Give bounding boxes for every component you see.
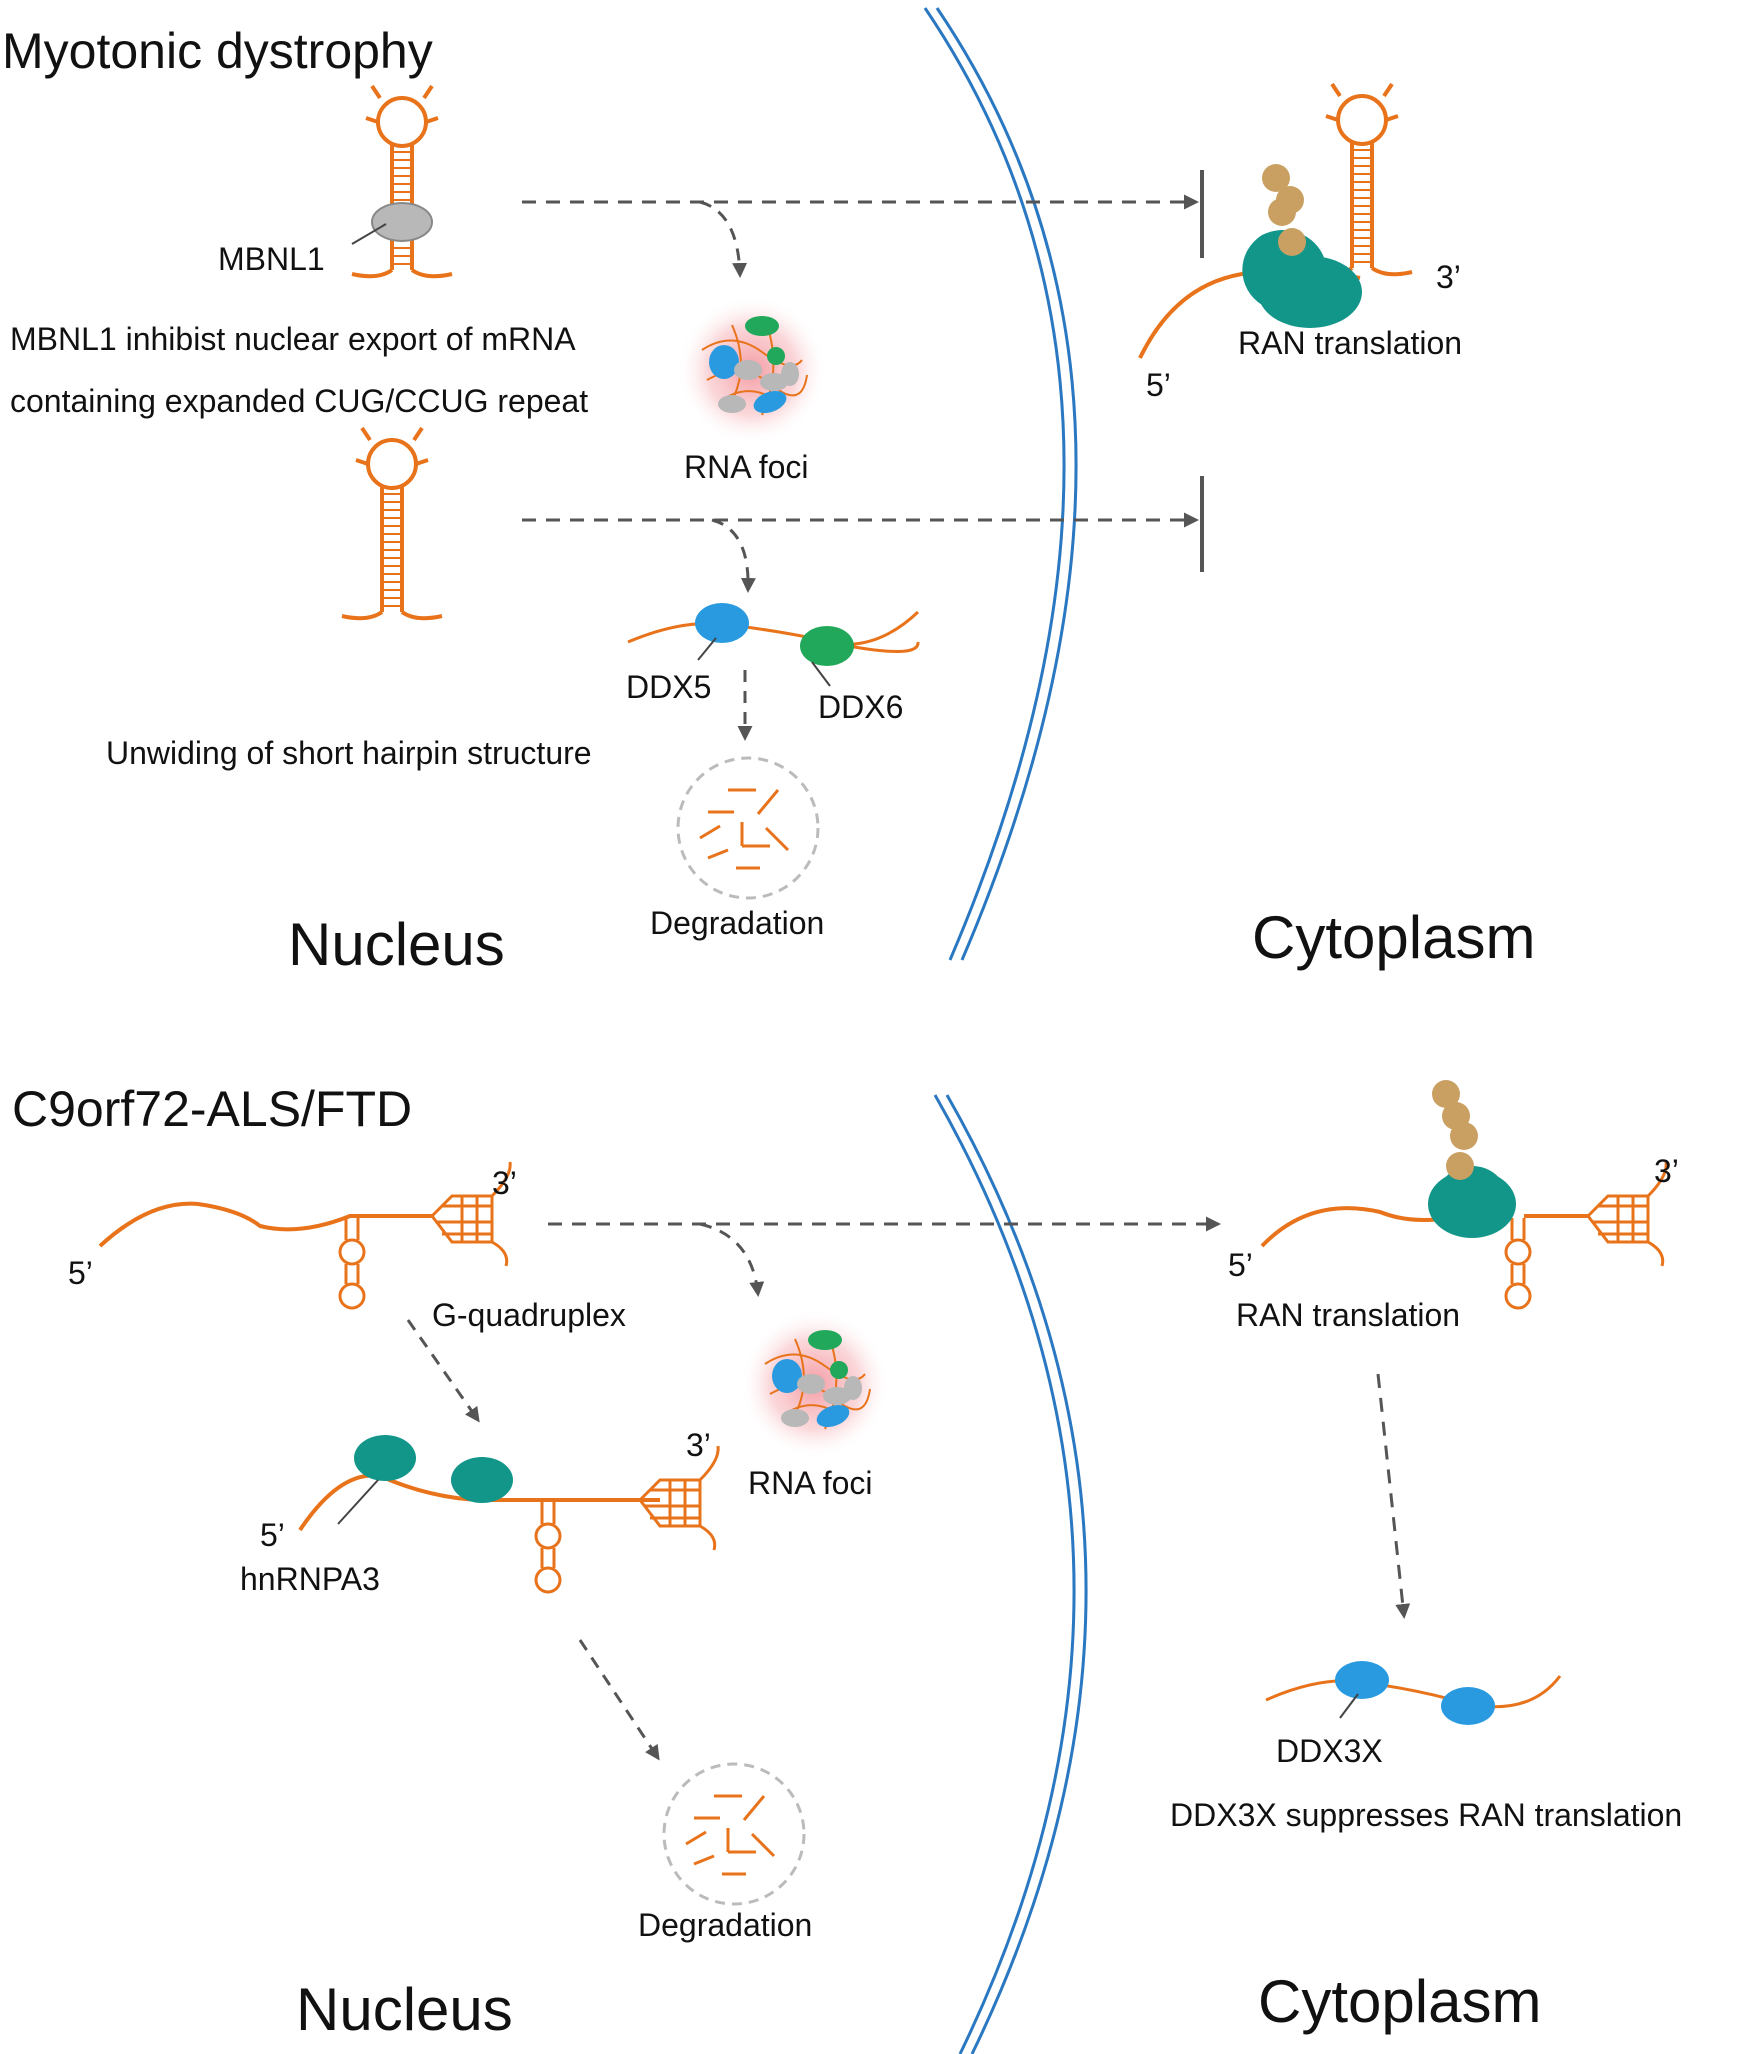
c9orf72-rna bbox=[98, 1160, 512, 1310]
degradation-arrow-bottom bbox=[578, 1639, 660, 1761]
hnrnpa3-protein-2 bbox=[451, 1457, 513, 1503]
hnrnpa3-strand bbox=[298, 1435, 720, 1594]
ddx5-pointer bbox=[697, 637, 717, 661]
hairpin-free bbox=[340, 426, 444, 621]
cytoplasm-label-top: Cytoplasm bbox=[1252, 904, 1535, 971]
nuclear-envelope-top bbox=[923, 7, 1078, 961]
hnrnpa3-arrow bbox=[406, 1319, 480, 1423]
mbnl1-pointer bbox=[351, 223, 387, 245]
five-prime-top: 5’ bbox=[1146, 367, 1171, 403]
ddx6-label: DDX6 bbox=[818, 689, 903, 725]
three-prime-bottom: 3’ bbox=[492, 1165, 517, 1201]
degradation-label-bottom: Degradation bbox=[638, 1907, 812, 1943]
five-prime-ran: 5’ bbox=[1228, 1247, 1253, 1283]
panel-title-c9orf72: C9orf72-ALS/FTD bbox=[12, 1081, 412, 1137]
ddx3x-label: DDX3X bbox=[1276, 1733, 1383, 1769]
hairpin-with-mbnl1 bbox=[350, 84, 454, 279]
five-prime-bottom: 5’ bbox=[68, 1255, 93, 1291]
ddx3x-protein-2 bbox=[1441, 1687, 1495, 1725]
rna-foci-top bbox=[676, 294, 828, 446]
ddx3x-arrow bbox=[1376, 1373, 1411, 1619]
ddx3x-protein-1 bbox=[1335, 1661, 1389, 1699]
ddx-strand bbox=[627, 603, 920, 666]
mbnl1-label: MBNL1 bbox=[218, 241, 325, 277]
degradation-top bbox=[676, 756, 820, 900]
mbnl1-description-line1: MBNL1 inhibist nuclear export of mRNA bbox=[10, 321, 576, 357]
rna-foci-label-top: RNA foci bbox=[684, 449, 808, 485]
ddx3x-pointer bbox=[1339, 1693, 1359, 1719]
helicase-arrow bbox=[711, 518, 756, 593]
ran-translation-label-top: RAN translation bbox=[1238, 325, 1462, 361]
three-prime-hn: 3’ bbox=[686, 1427, 711, 1463]
nuclear-envelope-bottom bbox=[933, 1094, 1088, 2054]
foci-arrow-bottom bbox=[699, 1222, 765, 1297]
foci-arrow bbox=[699, 200, 748, 278]
ran-translation-label-bottom: RAN translation bbox=[1236, 1297, 1460, 1333]
ddx3x-description: DDX3X suppresses RAN translation bbox=[1170, 1797, 1682, 1833]
rna-foci-label-bottom: RNA foci bbox=[748, 1465, 872, 1501]
hnrnpa3-label: hnRNPA3 bbox=[240, 1561, 380, 1597]
degradation-label-top: Degradation bbox=[650, 905, 824, 941]
hnrnpa3-protein-1 bbox=[354, 1435, 416, 1481]
nucleus-label-top: Nucleus bbox=[288, 911, 505, 978]
panel-title-myotonic: Myotonic dystrophy bbox=[2, 23, 433, 79]
hnrnpa3-pointer bbox=[337, 1479, 379, 1525]
nucleus-label-bottom: Nucleus bbox=[296, 1976, 513, 2043]
ran-translation-top bbox=[1138, 82, 1414, 359]
three-prime-ran: 3’ bbox=[1654, 1153, 1679, 1189]
ddx3x-strand bbox=[1265, 1661, 1562, 1725]
ddx6-protein bbox=[800, 626, 854, 666]
mbnl1-protein bbox=[371, 202, 433, 242]
rna-foci-bottom bbox=[739, 1308, 891, 1460]
gquad-label: G-quadruplex bbox=[432, 1297, 626, 1333]
three-prime-top: 3’ bbox=[1436, 259, 1461, 295]
ddx5-label: DDX5 bbox=[626, 669, 711, 705]
mbnl1-description-line2: containing expanded CUG/CCUG repeat bbox=[10, 383, 588, 419]
ran-translation-bottom bbox=[1260, 1080, 1668, 1310]
ddx5-protein bbox=[695, 603, 749, 643]
cytoplasm-label-bottom: Cytoplasm bbox=[1258, 1968, 1541, 2035]
unwinding-label: Unwiding of short hairpin structure bbox=[106, 735, 592, 771]
ddx6-pointer bbox=[811, 661, 831, 687]
degradation-bottom bbox=[662, 1762, 806, 1906]
five-prime-hn: 5’ bbox=[260, 1517, 285, 1553]
